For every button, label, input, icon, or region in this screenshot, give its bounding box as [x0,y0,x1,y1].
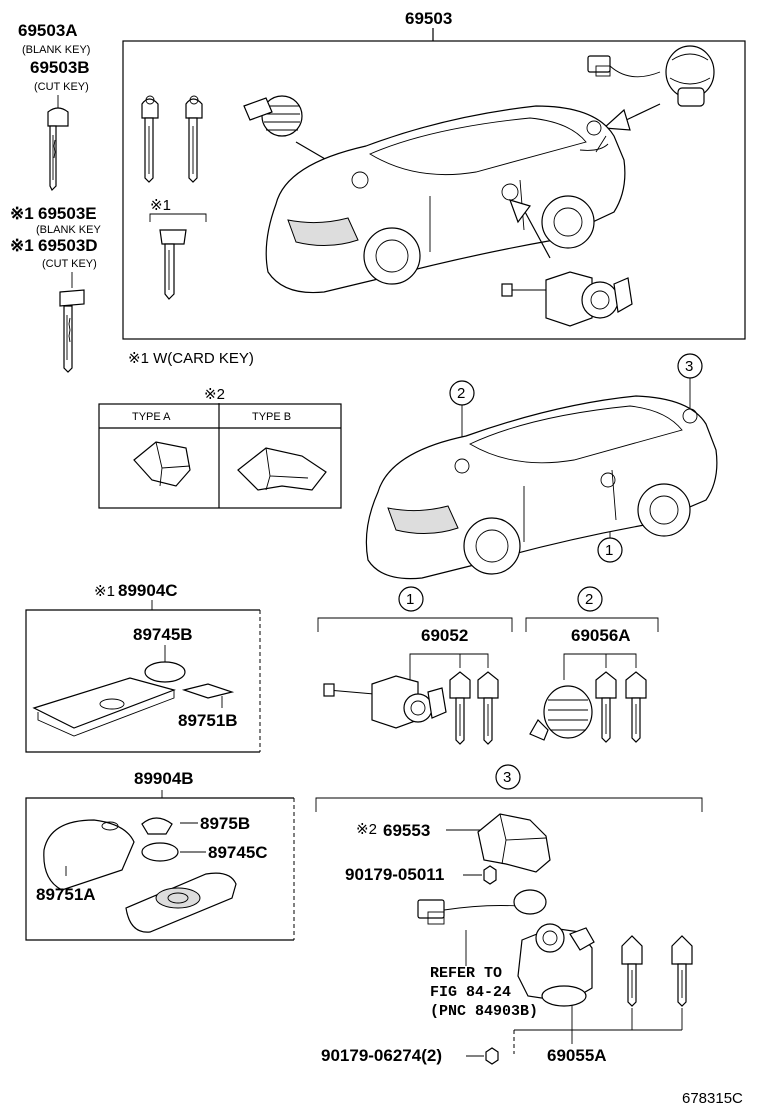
mark-1a: ※1 [10,204,34,223]
key-69052-a-icon [449,671,471,745]
cut-key-label-1: (CUT KEY) [34,81,89,93]
set-2-callout-circle [577,586,603,612]
card-set-mark: ※1 [94,583,115,600]
type-table-mark: ※2 [204,386,225,403]
type-table [98,403,342,509]
steering-lock-cover-icon [477,813,551,873]
card-key-mark: ※1 [150,197,171,214]
part-89745C: 89745C [208,843,268,862]
vehicle-bottom-illustration [365,395,718,580]
part-69503E: 69503E [38,204,97,223]
card-set-box [25,609,260,753]
set-1-callout-circle [398,586,424,612]
battery-89745B-icon [144,661,186,683]
part-69055A: 69055A [547,1046,607,1065]
key-pair-icon [141,95,203,183]
screw-icon [483,865,497,885]
fob-cap-8975B-icon [141,817,173,835]
part-8975B: 8975B [200,814,250,833]
mark-1b: ※1 [10,236,34,255]
cylinder-69056A-icon [529,685,593,741]
part-69503D: 69503D [38,236,98,255]
main-assembly-box [122,40,746,340]
refer-to-line-2: FIG 84-24 [430,984,511,1001]
blank-key-label-2: (BLANK KEY [36,224,101,236]
set-2-callout: 2 [585,591,593,608]
set-3-callout: 3 [503,769,511,786]
title-69503: 69503 [405,9,452,28]
battery-89745C-icon [141,842,179,862]
smart-key-fob-icon [125,872,237,933]
part-89745B: 89745B [133,625,193,644]
door-lock-69052-icon [323,675,447,729]
key-69055A-b-icon [671,935,693,1007]
set-3-callout-circle [495,764,521,790]
card-key-blade-icon [159,229,187,300]
door-lock-cylinder-icon [243,95,303,137]
part-90179-06274: 90179-06274(2) [321,1046,442,1065]
fob-cover-89751A-icon [43,819,135,891]
key-69056A-b-icon [625,671,647,743]
nut-icon [485,1047,499,1065]
part-89751B: 89751B [178,711,238,730]
cut-key-label-2: (CUT KEY) [42,258,97,270]
cover-type-b-icon [237,447,327,491]
type-a-header: TYPE A [132,411,171,423]
cover-type-a-icon [133,441,191,487]
callout-1: 1 [605,542,613,559]
blank-key-label-1: (BLANK KEY) [22,44,90,56]
part-89904C: 89904C [118,581,178,600]
key-69052-b-icon [477,671,499,745]
refer-to-line-3: (PNC 84903B) [430,1003,538,1020]
part-69056A: 69056A [571,626,631,645]
part-89904B: 89904B [134,769,194,788]
part-69503B: 69503B [30,58,90,77]
part-69553: 69553 [383,821,430,840]
key-69055A-a-icon [621,935,643,1007]
door-lock-assembly-icon [501,271,633,327]
cover-mark: ※2 [356,821,377,838]
part-89751A: 89751A [36,885,96,904]
part-69052: 69052 [421,626,468,645]
part-90179-05011: 90179-05011 [345,865,444,884]
ignition-switch-69055A-icon [417,889,595,1007]
part-69503A: 69503A [18,21,78,40]
card-key-case-icon [32,677,176,737]
ignition-switch-harness-icon [587,45,715,107]
refer-to-line-1: REFER TO [430,965,502,982]
vehicle-top-illustration [265,105,626,294]
callout-2: 2 [457,385,465,402]
type-b-header: TYPE B [252,411,291,423]
card-label-icon [181,683,235,699]
key-69503-icon [47,107,69,192]
card-key-note: ※1 W(CARD KEY) [128,350,254,367]
fob-set-box [25,797,294,941]
key-69056A-a-icon [595,671,617,743]
card-emergency-key-icon [59,289,85,373]
set-1-callout: 1 [406,591,414,608]
figure-code: 678315C [682,1090,743,1107]
callout-3: 3 [685,358,693,375]
